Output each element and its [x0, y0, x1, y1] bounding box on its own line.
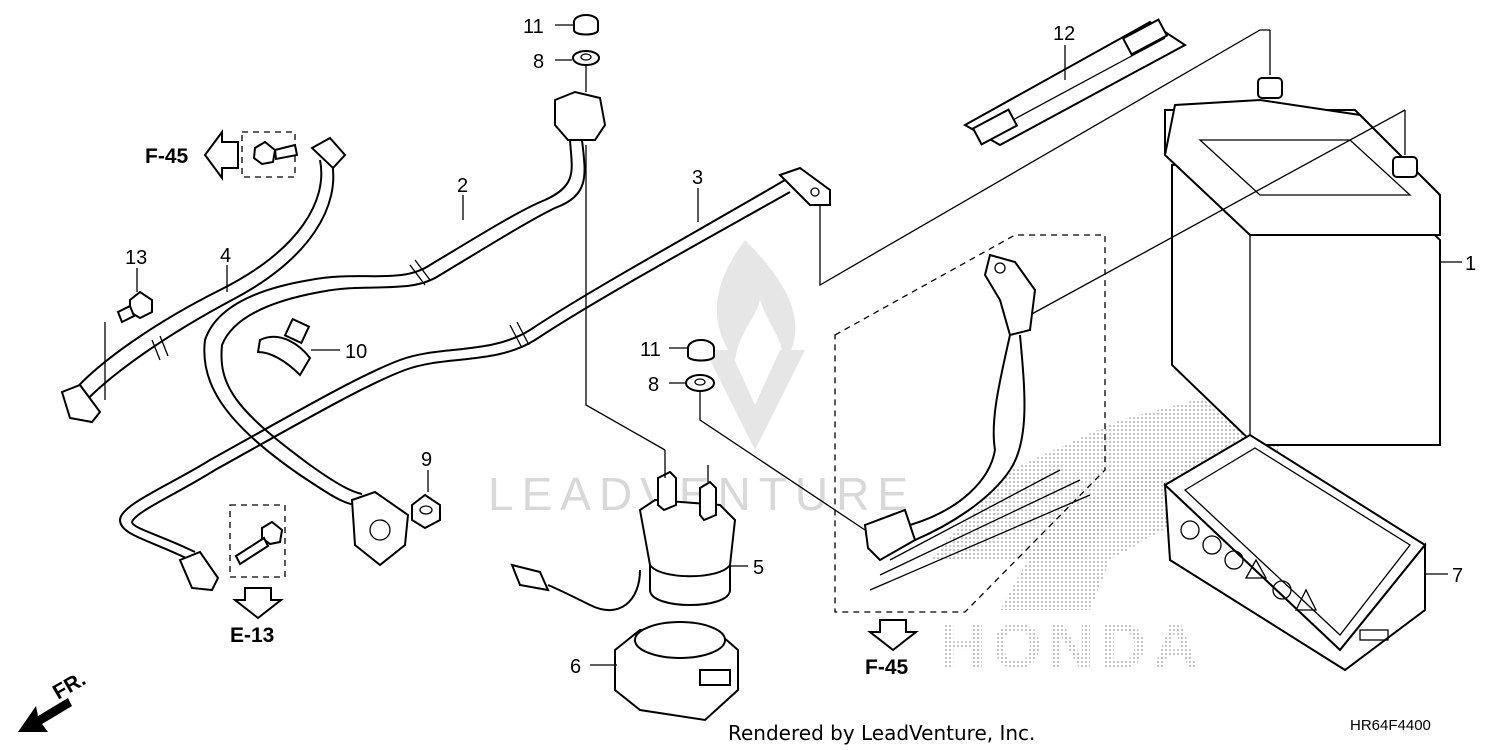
- callout-9: 9: [421, 449, 432, 471]
- leader-middle-washer: [699, 392, 866, 531]
- callout-7: 7: [1452, 565, 1463, 587]
- relay-cover[interactable]: [614, 621, 739, 722]
- callout-10: 10: [345, 341, 367, 363]
- washer-middle[interactable]: [685, 374, 715, 392]
- callout-1: 1: [1465, 253, 1476, 275]
- front-label: FR.: [49, 667, 90, 704]
- reference-f45-bottom[interactable]: F-45: [865, 619, 919, 679]
- callout-2: 2: [457, 175, 468, 197]
- front-direction-indicator: FR.: [18, 667, 90, 732]
- bolt-f45-group[interactable]: [241, 131, 299, 178]
- callout-11-middle: 11: [640, 339, 661, 361]
- cable-band[interactable]: [256, 317, 312, 377]
- starter-relay[interactable]: [510, 145, 737, 611]
- honda-text: HONDA: [940, 610, 1205, 682]
- callout-13: 13: [125, 247, 147, 269]
- bolt-e13-group[interactable]: [229, 504, 286, 578]
- callout-3: 3: [692, 167, 703, 189]
- battery[interactable]: [1164, 30, 1441, 446]
- callout-8-middle: 8: [648, 374, 659, 396]
- nut-top[interactable]: [573, 14, 599, 36]
- callout-6: 6: [570, 656, 581, 678]
- callout-4: 4: [220, 245, 231, 267]
- credit-text: Rendered by LeadVenture, Inc.: [728, 721, 1035, 745]
- nut-middle[interactable]: [687, 339, 715, 362]
- reference-f45-left[interactable]: F-45: [145, 128, 239, 182]
- callout-8-top: 8: [533, 51, 544, 73]
- terminal-leader-positive: [1029, 109, 1406, 316]
- battery-band[interactable]: [962, 18, 1187, 147]
- callout-leaders: [136, 24, 1462, 666]
- washer-top[interactable]: [572, 50, 600, 66]
- battery-case[interactable]: [1163, 433, 1427, 672]
- callout-numbers: 1 2 3 4 5 6 7 8 8 9 10 11 11 12 13: [125, 16, 1476, 678]
- ground-cable[interactable]: [60, 136, 347, 424]
- diagram-code: HR64F4400: [1350, 717, 1431, 734]
- reference-f45-bottom-label: F-45: [865, 656, 909, 679]
- terminal-leader-negative: [819, 29, 1270, 287]
- battery-positive-cable[interactable]: [863, 253, 1091, 591]
- nut-9[interactable]: [411, 493, 441, 530]
- flange-bolt[interactable]: [104, 290, 153, 400]
- sub-assembly-box: [834, 234, 1106, 613]
- reference-e13-label: E-13: [230, 624, 274, 647]
- callout-12: 12: [1053, 23, 1075, 45]
- reference-f45-left-label: F-45: [145, 145, 189, 168]
- callout-5: 5: [753, 557, 764, 579]
- starter-cable[interactable]: [203, 90, 607, 567]
- callout-11-top: 11: [523, 16, 544, 38]
- reference-e13[interactable]: E-13: [230, 587, 284, 647]
- battery-negative-cable[interactable]: [118, 166, 831, 592]
